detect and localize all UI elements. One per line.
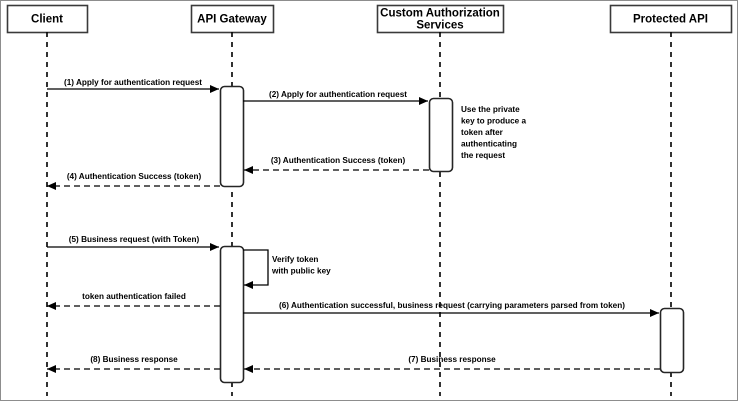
msg-apply-authentication-request-client[interactable]: (1) Apply for authentication request: [47, 78, 219, 93]
note-private-key-token-line: the request: [461, 151, 505, 160]
msg-authentication-success-to-gateway[interactable]: (3) Authentication Success (token): [244, 156, 429, 174]
msg-authentication-successful-business-request-label: (6) Authentication successful, business …: [279, 301, 625, 310]
msg-apply-authentication-request-client-label: (1) Apply for authentication request: [64, 78, 202, 87]
notes-layer: Use the private key to produce a token aft…: [461, 105, 527, 160]
msg-business-request-with-token-label: (5) Business request (with Token): [69, 235, 200, 244]
note-private-key-token-line: key to produce a: [461, 117, 527, 126]
msg-authentication-success-to-client[interactable]: (4) Authentication Success (token): [47, 172, 220, 190]
activation-gateway-business[interactable]: [219, 245, 245, 384]
msg-business-response-to-client-label: (8) Business response: [90, 355, 178, 364]
activation-gateway-auth[interactable]: [219, 85, 245, 188]
lifeline-client[interactable]: Client: [6, 4, 89, 397]
note-private-key-token-line: authenticating: [461, 140, 517, 149]
lifeline-label-custom-authorization-services: Custom Authorization: [380, 8, 500, 20]
lifeline-box-api-gateway[interactable]: [190, 4, 275, 34]
lifelines-layer: Client API Gateway Custom AuthorizationSer…: [6, 4, 733, 397]
msg-apply-authentication-request-gateway-label: (2) Apply for authentication request: [269, 90, 407, 99]
activations-layer: [219, 85, 685, 384]
msg-business-response-to-gateway-label: (7) Business response: [408, 355, 496, 364]
msg-apply-authentication-request-gateway[interactable]: (2) Apply for authentication request: [243, 90, 428, 105]
lifeline-label-api-gateway: API Gateway: [197, 14, 267, 26]
msg-authentication-success-to-client-label: (4) Authentication Success (token): [67, 172, 202, 181]
msg-business-response-to-client[interactable]: (8) Business response: [47, 355, 220, 373]
self-messages-layer: Verify token with public key: [243, 249, 331, 289]
msg-token-authentication-failed-label: token authentication failed: [82, 292, 186, 301]
messages-layer: (1) Apply for authentication request (2) …: [47, 78, 660, 373]
note-private-key-token-line: token after: [461, 128, 504, 137]
msg-business-request-with-token[interactable]: (5) Business request (with Token): [47, 235, 219, 251]
msg-authentication-successful-business-request[interactable]: (6) Authentication successful, business …: [243, 301, 659, 317]
self-msg-verify-token-label: Verify token: [272, 255, 318, 264]
msg-token-authentication-failed[interactable]: token authentication failed: [47, 292, 220, 310]
activation-protected-api[interactable]: [659, 307, 685, 374]
msg-business-response-to-gateway[interactable]: (7) Business response: [244, 355, 660, 373]
lifeline-label-custom-authorization-services: Services: [416, 20, 463, 32]
self-msg-verify-token-path: [243, 249, 269, 289]
msg-authentication-success-to-gateway-label: (3) Authentication Success (token): [271, 156, 406, 165]
self-msg-verify-token[interactable]: Verify token with public key: [243, 249, 331, 289]
lifeline-label-client: Client: [31, 14, 63, 26]
lifeline-label-protected-api: Protected API: [633, 14, 708, 26]
note-private-key-token-line: Use the private: [461, 105, 520, 114]
self-msg-verify-token-label: with public key: [271, 267, 331, 276]
activation-auth-service[interactable]: [428, 97, 454, 173]
note-private-key-token: Use the private key to produce a token aft…: [461, 105, 527, 160]
